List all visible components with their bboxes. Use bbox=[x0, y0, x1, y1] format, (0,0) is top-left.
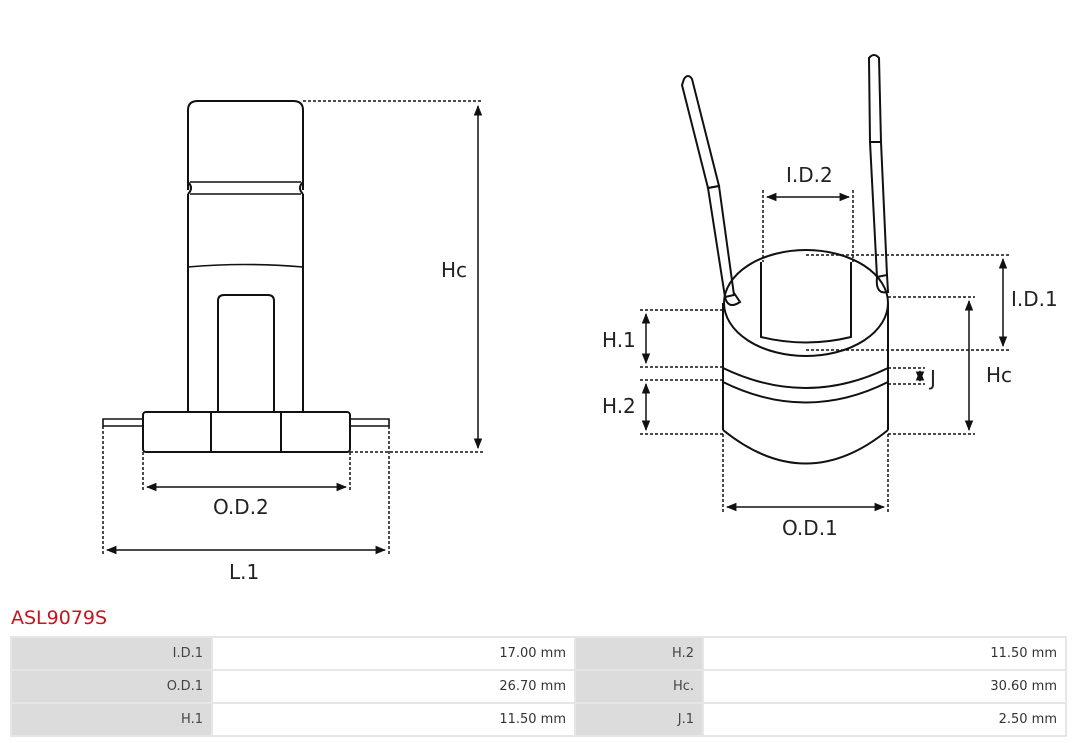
spec-value: 30.60 mm bbox=[702, 669, 1067, 704]
id2-label: I.D.2 bbox=[786, 163, 833, 187]
technical-drawing: Hc O.D.2 L.1 bbox=[102, 54, 1058, 584]
spec-value: 2.50 mm bbox=[702, 702, 1067, 737]
slip-ring-side-view bbox=[102, 100, 390, 453]
od2-label: O.D.2 bbox=[213, 495, 269, 519]
hc-label-left: Hc bbox=[441, 258, 467, 282]
l1-label: L.1 bbox=[229, 560, 259, 584]
spec-label: H.2 bbox=[574, 636, 704, 671]
table-row: O.D.1 26.70 mm Hc. 30.60 mm bbox=[10, 669, 1067, 704]
id1-label: I.D.1 bbox=[1011, 287, 1058, 311]
specs-table: I.D.1 17.00 mm H.2 11.50 mm O.D.1 26.70 … bbox=[10, 636, 1067, 737]
spec-label: H.1 bbox=[10, 702, 213, 737]
h1-label: H.1 bbox=[602, 328, 636, 352]
spec-value: 11.50 mm bbox=[702, 636, 1067, 671]
slip-ring-perspective-view bbox=[680, 54, 890, 465]
left-view-dimensions bbox=[102, 100, 483, 555]
j-label: J bbox=[928, 366, 936, 390]
table-row: H.1 11.50 mm J.1 2.50 mm bbox=[10, 702, 1067, 737]
spec-value: 11.50 mm bbox=[211, 702, 576, 737]
spec-label: I.D.1 bbox=[10, 636, 213, 671]
od1-label: O.D.1 bbox=[782, 516, 838, 540]
spec-label: J.1 bbox=[574, 702, 704, 737]
spec-value: 17.00 mm bbox=[211, 636, 576, 671]
right-view-dimensions bbox=[640, 190, 1010, 512]
table-row: I.D.1 17.00 mm H.2 11.50 mm bbox=[10, 636, 1067, 671]
part-number-title: ASL9079S bbox=[11, 607, 108, 629]
spec-value: 26.70 mm bbox=[211, 669, 576, 704]
hc-label-right: Hc bbox=[986, 363, 1012, 387]
spec-label: O.D.1 bbox=[10, 669, 213, 704]
h2-label: H.2 bbox=[602, 394, 636, 418]
spec-label: Hc. bbox=[574, 669, 704, 704]
